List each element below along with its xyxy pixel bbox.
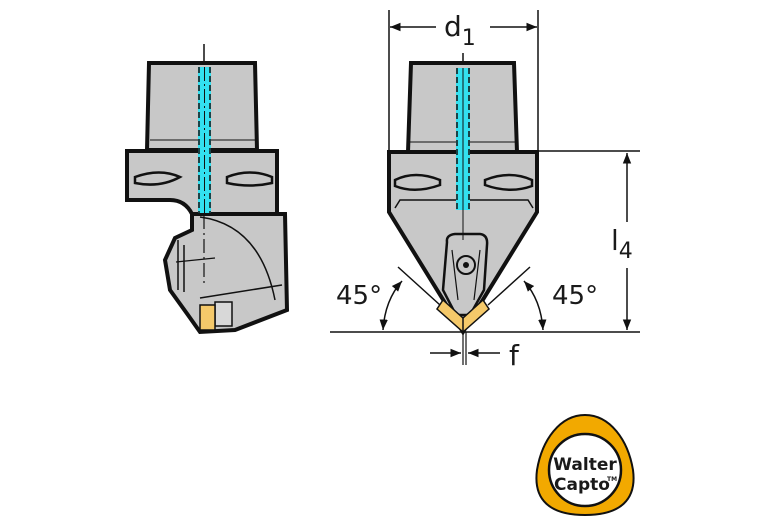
side-view [125, 44, 290, 335]
slot-left [393, 173, 442, 191]
slot-right [225, 171, 274, 187]
head [162, 212, 290, 335]
label-f: f [509, 339, 520, 372]
front-view [387, 53, 539, 365]
angle-left: 45° [336, 266, 441, 331]
logo-tm: TM [607, 476, 617, 483]
logo-text-capto: Capto [554, 475, 610, 495]
label-angle-right: 45° [552, 281, 598, 311]
walter-capto-logo: Walter Capto TM [535, 413, 635, 517]
angle-right: 45° [487, 266, 598, 331]
dimension-l4: l4 [330, 150, 640, 333]
label-l4: l4 [611, 224, 633, 264]
logo-text-walter: Walter [553, 455, 617, 475]
slot-right [483, 173, 534, 191]
dimension-d1: d1 [388, 10, 539, 150]
label-angle-left: 45° [336, 281, 382, 311]
dimension-f: f [430, 339, 520, 372]
label-d1: d1 [444, 10, 476, 51]
slot-left [133, 171, 183, 186]
insert [199, 304, 216, 331]
logo-center [547, 432, 623, 508]
